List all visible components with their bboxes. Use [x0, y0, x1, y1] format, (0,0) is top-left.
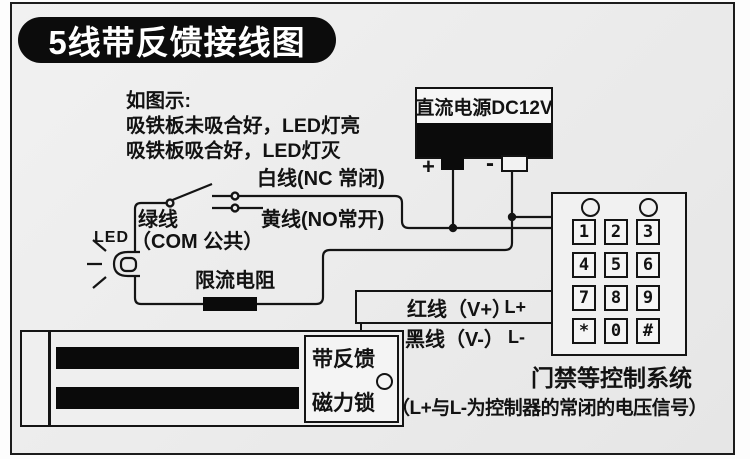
power-negative-terminal [501, 155, 528, 172]
maglock-box: 带反馈 磁力锁 [20, 330, 404, 427]
led-label: LED [94, 229, 129, 246]
maglock-label-line-2: 磁力锁 [312, 392, 375, 415]
red-wire-label: 红线（V+） [407, 298, 513, 321]
minus-sign: - [486, 150, 494, 177]
switch-no-contact-dot [230, 203, 240, 213]
maglock-bar-bottom [56, 387, 299, 409]
page-title: 5线带反馈接线图 [48, 24, 306, 61]
green-wire-label-2: （COM 公共） [131, 231, 264, 253]
keypad-key-4: 4 [572, 252, 596, 278]
keypad-key-3: 3 [636, 219, 660, 245]
keypad-key-1: 1 [572, 219, 596, 245]
white-wire-label: 白线(NC 常闭) [257, 168, 385, 190]
junction-dot-negative [507, 212, 517, 222]
terminal-l-plus: L+ [504, 296, 526, 317]
led-chip [119, 256, 138, 273]
power-supply-label: 直流电源DC12V [415, 97, 553, 119]
note-line-3: 吸铁板吸合好，LED灯灭 [126, 140, 341, 162]
keypad-key-8: 8 [604, 285, 628, 311]
maglock-mounting-hole [376, 373, 393, 390]
maglock-bar-top [56, 347, 299, 369]
black-wire-channel: 黑线（V-） L- [360, 324, 552, 351]
controller-title: 门禁等控制系统 [531, 365, 692, 391]
keypad-key-5: 5 [604, 252, 628, 278]
maglock-label-box: 带反馈 磁力锁 [304, 335, 399, 423]
keypad-key-star: * [572, 318, 596, 344]
note-line-2: 吸铁板未吸合好，LED灯亮 [126, 115, 361, 137]
note-line-1: 如图示: [126, 90, 191, 112]
switch-common-dot [165, 198, 175, 208]
resistor-body [203, 297, 257, 311]
green-com-wire [133, 170, 514, 306]
keypad-key-9: 9 [636, 285, 660, 311]
keypad-key-6: 6 [636, 252, 660, 278]
terminal-l-minus: L- [508, 326, 525, 347]
resistor-label: 限流电阻 [195, 270, 275, 292]
keypad-box: 1 2 3 4 5 6 7 8 9 * 0 # [551, 192, 687, 356]
keypad-key-0: 0 [604, 318, 628, 344]
led-rays [87, 239, 107, 289]
white-nc-wire [212, 194, 551, 230]
black-wire-label: 黑线（V-） [405, 328, 504, 351]
green-wire-label: 绿线 [138, 209, 178, 231]
keypad-grid: 1 2 3 4 5 6 7 8 9 * 0 # [572, 219, 660, 344]
keypad-led-circle-2 [639, 198, 658, 217]
switch-lever [169, 182, 213, 203]
title-banner: 5线带反馈接线图 [18, 17, 336, 63]
power-supply-body [417, 123, 551, 157]
red-wire-channel: 红线（V+） L+ [355, 290, 554, 324]
power-positive-terminal [441, 155, 464, 170]
note-text: 如图示: 吸铁板未吸合好，LED灯亮 吸铁板吸合好，LED灯灭 [126, 89, 360, 164]
keypad-led-circle-1 [581, 198, 600, 217]
switch-nc-contact-dot [230, 191, 240, 201]
keypad-key-7: 7 [572, 285, 596, 311]
keypad-key-2: 2 [604, 219, 628, 245]
maglock-label-line-1: 带反馈 [312, 348, 375, 371]
power-supply-box: 直流电源DC12V [415, 87, 553, 159]
maglock-end-divider [48, 332, 51, 425]
keypad-key-hash: # [636, 318, 660, 344]
controller-note: （L+与L-为控制器的常闭的电压信号） [391, 398, 708, 419]
junction-dot-positive [448, 223, 458, 233]
yellow-wire-label: 黄线(NO常开) [261, 209, 385, 231]
plus-sign: + [422, 154, 435, 179]
black-wire-channel-stub [360, 322, 362, 333]
